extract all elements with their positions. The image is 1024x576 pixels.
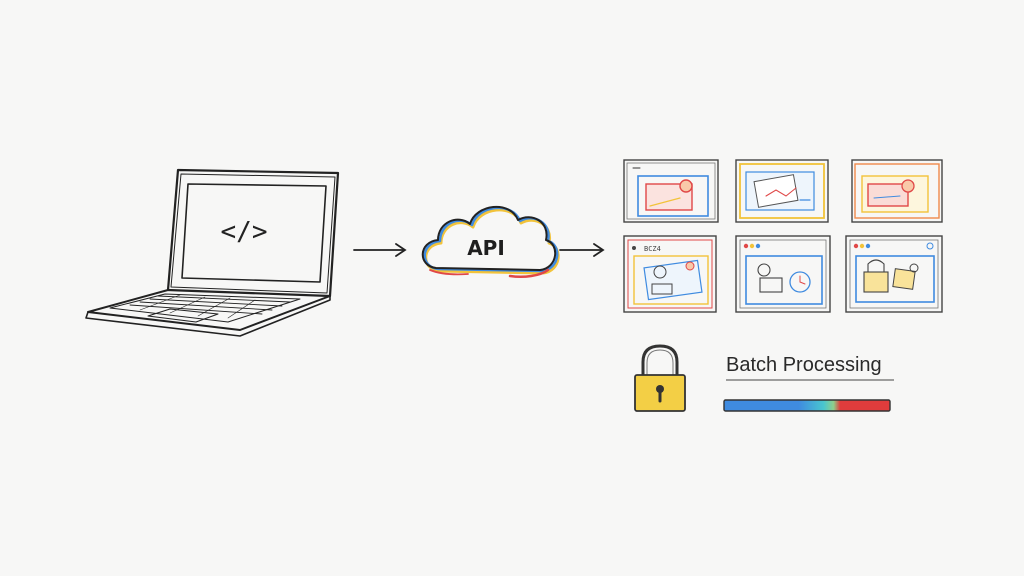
thumbnail-4 bbox=[623, 235, 717, 313]
thumbnail-5 bbox=[735, 235, 831, 313]
thumbnail-3 bbox=[851, 159, 943, 223]
batch-progress-bar bbox=[723, 399, 891, 412]
thumbnail-1 bbox=[623, 159, 719, 223]
arrow-laptop-to-api bbox=[353, 243, 407, 257]
api-cloud-icon bbox=[421, 205, 560, 278]
laptop-code-symbol: </> bbox=[221, 217, 268, 247]
thumbnail-2 bbox=[735, 159, 829, 223]
lock-icon bbox=[634, 344, 686, 412]
thumbnail-4-caption: BCZ4 bbox=[644, 245, 661, 253]
thumbnail-6 bbox=[845, 235, 943, 313]
batch-processing-label: Batch Processing bbox=[726, 354, 882, 376]
arrow-api-to-thumbnails bbox=[559, 243, 605, 257]
api-label: API bbox=[467, 236, 505, 260]
laptop-icon bbox=[85, 168, 340, 337]
